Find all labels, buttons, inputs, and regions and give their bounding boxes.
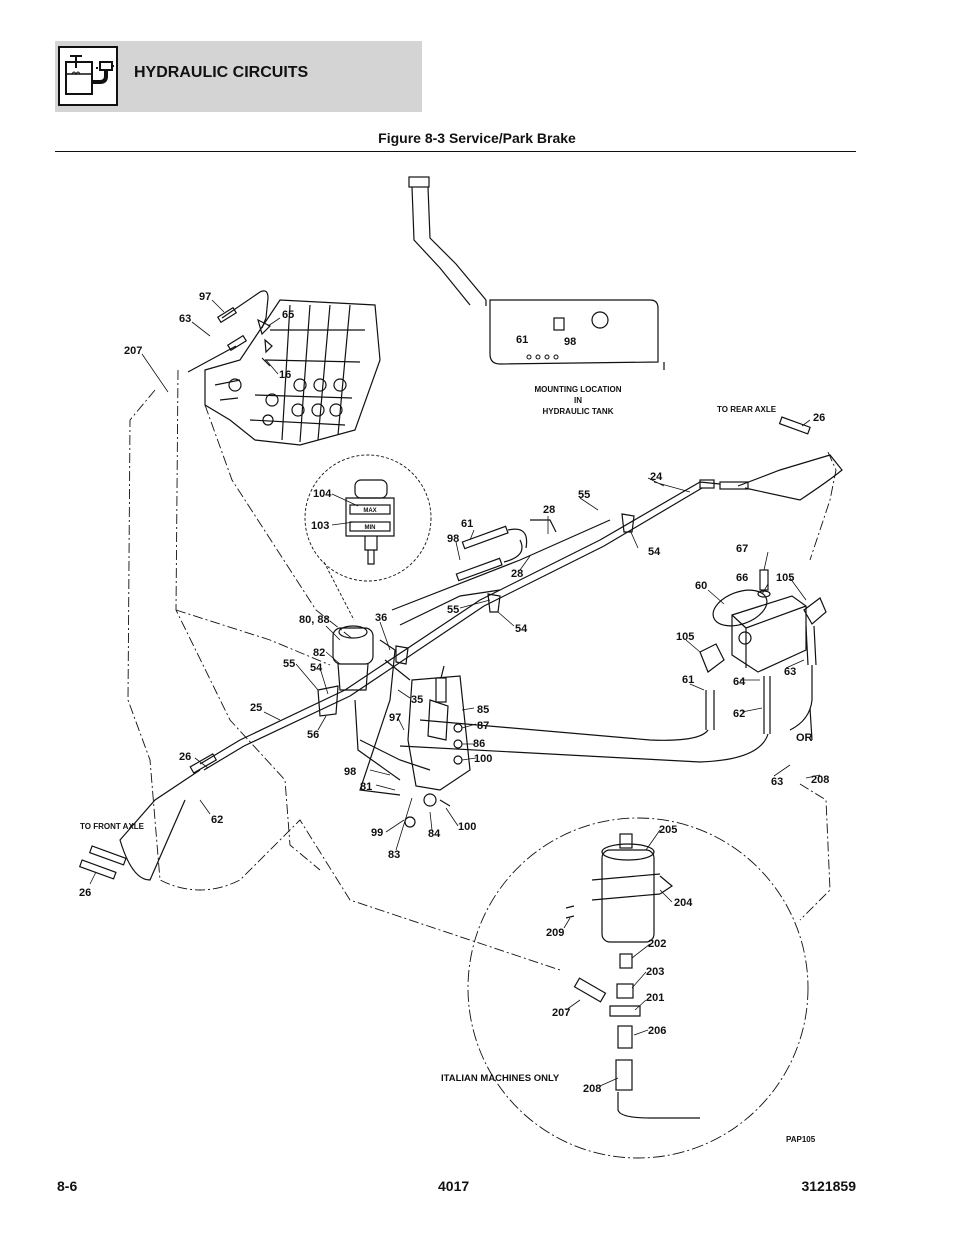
callout: 26 <box>79 887 91 899</box>
tube-24 <box>344 481 721 691</box>
callout: 204 <box>674 897 693 909</box>
title-rule <box>55 151 856 152</box>
callout: 61 <box>516 334 528 346</box>
hydraulic-reservoir-icon <box>58 46 118 106</box>
callout: 66 <box>736 572 748 584</box>
callout: 104 <box>313 488 332 500</box>
callout: 54 <box>648 546 661 558</box>
page-number: 8-6 <box>57 1178 78 1194</box>
callout: 61 <box>461 518 473 530</box>
callout: 81 <box>360 781 372 793</box>
tube-25 <box>199 689 346 765</box>
callout: 16 <box>279 369 291 381</box>
park-brake-valve <box>699 569 827 734</box>
callout: 202 <box>648 938 666 950</box>
note-tank-line1: MOUNTING LOCATION <box>535 385 622 394</box>
callout: 100 <box>458 821 476 833</box>
callout: 80, 88 <box>299 614 330 626</box>
main-control-valve <box>204 299 381 446</box>
model-number: 4017 <box>438 1178 470 1194</box>
tube-24b <box>349 487 703 697</box>
callout: 55 <box>578 489 590 501</box>
callout: 25 <box>250 702 262 714</box>
callout: 83 <box>388 849 400 861</box>
callout: 208 <box>583 1083 601 1095</box>
callout: 97 <box>389 712 401 724</box>
callout: 60 <box>695 580 707 592</box>
callout: 82 <box>313 647 325 659</box>
callout: 63 <box>771 776 783 788</box>
callout: 208 <box>811 774 829 786</box>
callout: 28 <box>543 504 555 516</box>
callout: 206 <box>648 1025 666 1037</box>
callout: 56 <box>307 729 319 741</box>
callout: 209 <box>546 927 564 939</box>
note-to-front-axle: TO FRONT AXLE <box>80 822 145 831</box>
callout: 62 <box>733 708 745 720</box>
callout: 61 <box>682 674 694 686</box>
callout: 65 <box>282 309 294 321</box>
note-italian-only: ITALIAN MACHINES ONLY <box>441 1073 560 1084</box>
italian-detail-bubble <box>467 817 809 1159</box>
callout: 205 <box>659 824 677 836</box>
figure-title: Figure 8-3 Service/Park Brake <box>378 130 576 146</box>
callout: 86 <box>473 738 485 750</box>
callout: 105 <box>776 572 794 584</box>
callout: 103 <box>311 520 329 532</box>
callout: 63 <box>179 313 191 325</box>
note-tank-line2: IN <box>574 396 582 405</box>
callout: 54 <box>515 623 528 635</box>
callout: 100 <box>474 753 492 765</box>
hose-62-front <box>119 769 201 881</box>
hydraulic-tank <box>408 176 665 370</box>
callout: 207 <box>552 1007 570 1019</box>
hose-to-rear-axle <box>737 454 843 501</box>
hose-97 <box>221 290 269 329</box>
callout: 63 <box>784 666 796 678</box>
note-tank-line3: HYDRAULIC TANK <box>543 407 614 416</box>
callout: OR <box>796 732 813 744</box>
callouts: 97 63 65 207 16 61 98 26 24 55 104 103 2… <box>79 291 829 1095</box>
callout: 99 <box>371 827 383 839</box>
callout: 98 <box>447 533 459 545</box>
callout: 28 <box>511 568 523 580</box>
callout: 35 <box>411 694 423 706</box>
callout: 87 <box>477 720 489 732</box>
brake-valve-assembly <box>332 625 471 828</box>
note-to-rear-axle: TO REAR AXLE <box>717 405 777 414</box>
callout: 55 <box>447 604 459 616</box>
detail-bubble <box>304 454 432 582</box>
accumulator <box>565 833 700 1119</box>
gauge-min: MIN <box>365 525 376 531</box>
callout: 85 <box>477 704 489 716</box>
return-line-61 <box>419 719 709 741</box>
callout: 67 <box>736 543 748 555</box>
callout: 55 <box>283 658 295 670</box>
callout: 98 <box>344 766 356 778</box>
callout: 36 <box>375 612 387 624</box>
figure-code: PAP105 <box>786 1135 816 1144</box>
callout: 97 <box>199 291 211 303</box>
callout: 54 <box>310 662 323 674</box>
callout: 84 <box>428 828 441 840</box>
callout: 62 <box>211 814 223 826</box>
document-number: 3121859 <box>801 1178 856 1194</box>
callout: 24 <box>650 471 663 483</box>
return-line-63 <box>399 733 769 763</box>
callout: 207 <box>124 345 142 357</box>
callout: 105 <box>676 631 694 643</box>
hose-63 <box>187 345 237 373</box>
callout: 203 <box>646 966 664 978</box>
callout: 201 <box>646 992 664 1004</box>
callout: 64 <box>733 676 746 688</box>
gauge-max: MAX <box>363 508 376 514</box>
callout: 26 <box>813 412 825 424</box>
callout: 26 <box>179 751 191 763</box>
callout: 98 <box>564 336 576 348</box>
section-title: HYDRAULIC CIRCUITS <box>134 64 309 81</box>
